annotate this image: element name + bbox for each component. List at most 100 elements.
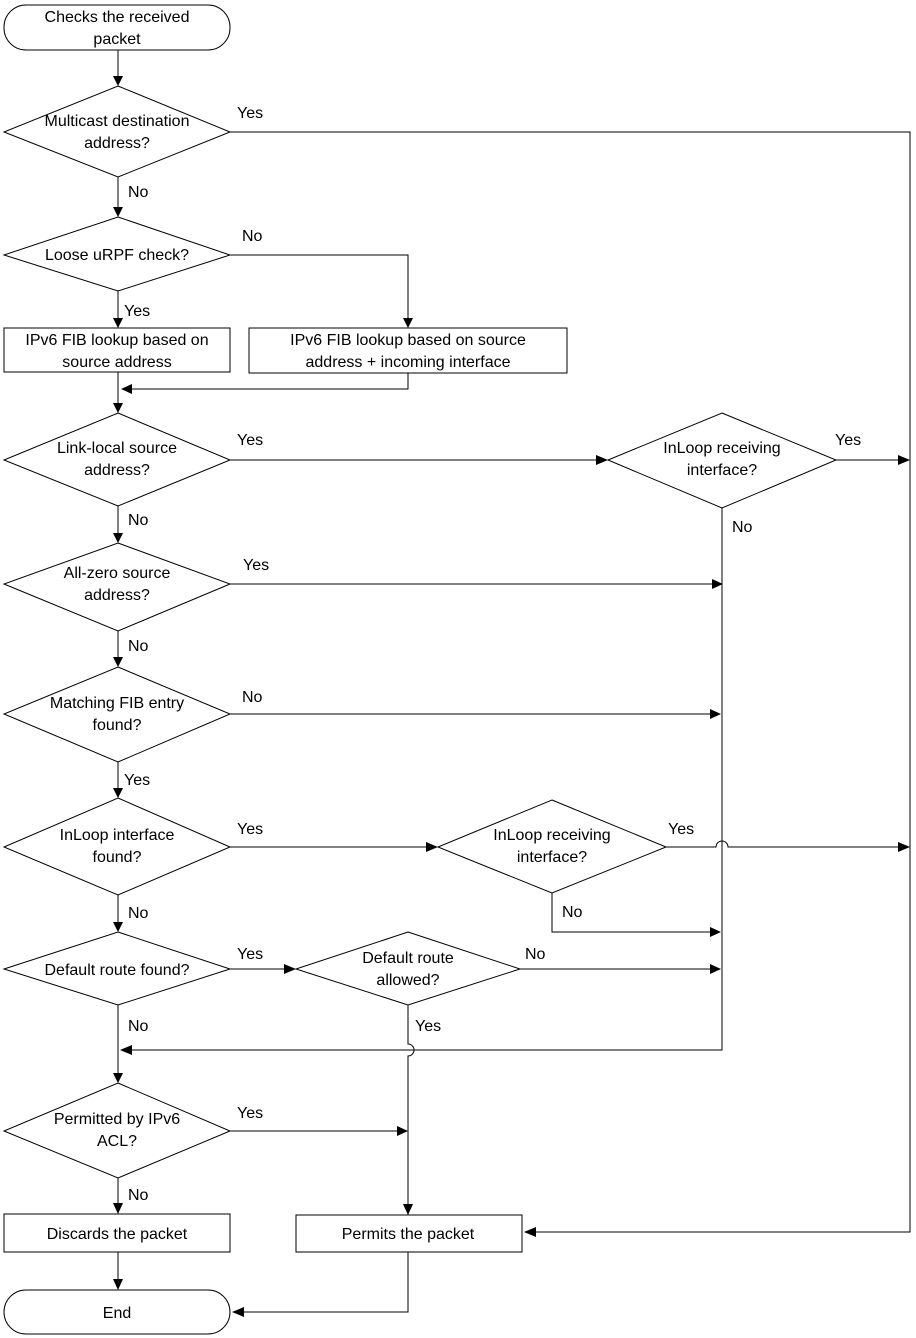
edge-label: Yes bbox=[835, 432, 861, 449]
decision-multicast bbox=[2, 85, 232, 178]
edge-multicast-yes bbox=[230, 131, 911, 1233]
arrowhead bbox=[113, 1279, 123, 1290]
edge-label: No bbox=[128, 184, 149, 201]
shapes bbox=[2, 4, 838, 1335]
edge-labels: Yes No No Yes Yes No Yes No Yes No No Ye… bbox=[124, 105, 861, 1204]
edge-label: Yes bbox=[124, 772, 150, 789]
node-labels: Checks the received packet Multicast des… bbox=[25, 9, 780, 1322]
edge-label: No bbox=[128, 1018, 149, 1035]
edge-inloop-recv2-no bbox=[551, 893, 710, 933]
edge-fib-merge bbox=[132, 373, 409, 390]
edge-label: Yes bbox=[124, 303, 150, 320]
node-text: address? bbox=[84, 587, 150, 604]
arrowhead bbox=[710, 709, 721, 719]
arrowhead bbox=[113, 403, 123, 413]
node-text: allowed? bbox=[376, 972, 439, 989]
node-text: InLoop receiving bbox=[663, 440, 780, 457]
node-text: Discards the packet bbox=[47, 1226, 188, 1243]
node-text: address? bbox=[84, 462, 150, 479]
edge-label: No bbox=[128, 1187, 149, 1204]
decision-inloop-receiving-1 bbox=[606, 412, 838, 509]
node-text: ACL? bbox=[97, 1133, 137, 1150]
arrowhead bbox=[113, 207, 123, 217]
arrowhead bbox=[403, 318, 413, 328]
arrowhead bbox=[113, 788, 123, 798]
edge-label: No bbox=[128, 638, 149, 655]
node-text: address + incoming interface bbox=[306, 354, 511, 371]
connectors bbox=[117, 50, 911, 1313]
edge-label: No bbox=[562, 904, 583, 921]
edge-label: No bbox=[732, 519, 753, 536]
arrowhead bbox=[113, 76, 123, 86]
node-text: Link-local source bbox=[57, 440, 177, 457]
node-text: Multicast destination bbox=[45, 113, 190, 130]
node-text: End bbox=[103, 1305, 131, 1322]
node-text: address? bbox=[84, 135, 150, 152]
process-fib-source-interface bbox=[248, 327, 568, 374]
edge-label: No bbox=[128, 905, 149, 922]
arrowhead bbox=[120, 1045, 132, 1055]
edge-label: Yes bbox=[237, 432, 263, 449]
process-fib-source bbox=[3, 327, 231, 373]
node-text: found? bbox=[93, 849, 142, 866]
arrowhead bbox=[284, 964, 296, 974]
node-text: packet bbox=[93, 31, 141, 48]
arrowhead bbox=[898, 455, 910, 465]
start-terminator bbox=[3, 4, 231, 51]
node-text: Matching FIB entry bbox=[50, 695, 184, 712]
edge-label: No bbox=[128, 512, 149, 529]
decision-all-zero bbox=[2, 542, 232, 632]
edge-default-allowed-yes bbox=[407, 1005, 415, 1218]
decision-loose-urpf bbox=[2, 216, 232, 292]
node-text: Default route found? bbox=[45, 962, 190, 979]
arrowheads bbox=[113, 76, 910, 1317]
edge-permit-to-end bbox=[244, 1252, 409, 1313]
edge-label: Yes bbox=[237, 105, 263, 122]
arrowhead bbox=[113, 1073, 123, 1083]
edge-inloop-recv1-no bbox=[132, 508, 723, 1051]
process-discard bbox=[3, 1213, 231, 1253]
arrowhead bbox=[710, 964, 721, 974]
edge-label: Yes bbox=[415, 1018, 441, 1035]
edge-label: Yes bbox=[237, 1105, 263, 1122]
arrowhead bbox=[426, 842, 438, 852]
end-terminator bbox=[3, 1289, 231, 1335]
arrowhead bbox=[113, 657, 123, 667]
node-text: found? bbox=[93, 717, 142, 734]
edge-label: No bbox=[242, 228, 263, 245]
decision-inloop-receiving-2 bbox=[436, 799, 668, 894]
node-text: source address bbox=[62, 354, 171, 371]
arrowhead bbox=[397, 1126, 408, 1136]
arrowhead bbox=[113, 1203, 123, 1214]
arrowhead bbox=[712, 579, 723, 589]
edge-loose-no bbox=[230, 254, 409, 318]
arrowhead bbox=[898, 842, 910, 852]
arrowhead bbox=[113, 533, 123, 543]
arrowhead bbox=[121, 384, 132, 394]
arrowhead bbox=[403, 1204, 413, 1215]
decision-default-route bbox=[2, 931, 232, 1006]
node-text: All-zero source bbox=[64, 565, 171, 582]
node-text: interface? bbox=[517, 849, 587, 866]
node-text: IPv6 FIB lookup based on bbox=[25, 332, 208, 349]
arrowhead bbox=[524, 1227, 536, 1237]
edge-label: No bbox=[242, 689, 263, 706]
arrowhead bbox=[113, 318, 123, 328]
edge-inloop-recv2-yes bbox=[666, 840, 898, 848]
node-text: InLoop receiving bbox=[493, 827, 610, 844]
node-text: InLoop interface bbox=[60, 827, 175, 844]
arrowhead bbox=[232, 1307, 244, 1317]
node-text: Permitted by IPv6 bbox=[54, 1111, 180, 1128]
decision-default-allowed bbox=[294, 931, 522, 1006]
decision-acl bbox=[2, 1082, 232, 1179]
edge-label: Yes bbox=[237, 946, 263, 963]
node-text: Loose uRPF check? bbox=[45, 247, 189, 264]
edge-label: Yes bbox=[668, 821, 694, 838]
node-text: Permits the packet bbox=[342, 1226, 475, 1243]
arrowhead bbox=[710, 927, 721, 937]
node-text: interface? bbox=[687, 462, 757, 479]
decision-link-local bbox=[2, 412, 232, 507]
node-text: Checks the received bbox=[45, 9, 190, 26]
edge-label: Yes bbox=[243, 557, 269, 574]
